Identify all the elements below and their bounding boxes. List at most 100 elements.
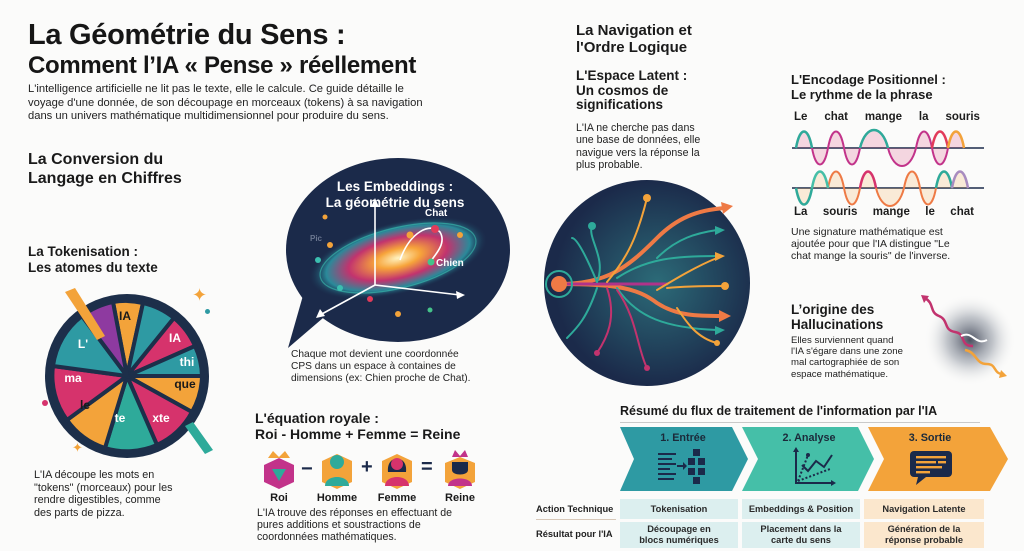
- word-token: mange: [864, 111, 902, 123]
- tokenisation-description: L'IA découpe les mots en "tokens" (morce…: [34, 469, 184, 519]
- cell-line: carte du sens: [771, 535, 831, 545]
- hallucinations-title-line: Hallucinations: [791, 317, 884, 332]
- minus-operator: −: [301, 458, 313, 480]
- latent-title: L'Espace Latent : Un cosmos de significa…: [576, 68, 687, 113]
- positional-title: L'Encodage Positionnel : Le rythme de la…: [791, 72, 946, 102]
- desc-line: une base de données, elle: [576, 134, 701, 147]
- word-token: chat: [950, 206, 974, 218]
- flow-step-analyse-body: 2. Analyse: [742, 427, 876, 491]
- positional-title-line: L'Encodage Positionnel :: [791, 72, 946, 87]
- flow-step-sortie-body: 3. Sortie: [868, 427, 992, 491]
- page-subtitle: Comment l’IA « Pense » réellement: [28, 52, 417, 79]
- plus-operator: +: [361, 456, 373, 478]
- intro-line: voyage d'une donnée, de son découpage en…: [28, 96, 423, 109]
- hallucination-vortex-graphic: [921, 294, 1015, 386]
- section-title-line: La Navigation et: [576, 22, 692, 39]
- sparkle-icon: ✦: [192, 285, 208, 305]
- cell-line: Génération de la: [887, 524, 961, 534]
- desc-line: L'IA découpe les mots en: [34, 469, 155, 481]
- desc-line: l'IA s'égare dans une zone: [791, 346, 903, 358]
- embeddings-description: Chaque mot devient une coordonnée CPS da…: [291, 349, 521, 384]
- desc-line: ajoutée pour que l'IA distingue "Le: [791, 238, 950, 251]
- word-token: chat: [824, 111, 848, 123]
- token-label: IA: [169, 331, 181, 345]
- word-token: le: [925, 206, 935, 218]
- dot-decoration: [42, 400, 48, 406]
- queen-icon: [445, 450, 475, 489]
- cell-line: Découpage en: [647, 524, 711, 534]
- scatter-chart-icon: [793, 447, 836, 486]
- equals-operator: =: [421, 456, 433, 478]
- token-label: ma: [64, 371, 82, 385]
- desc-line: des parts de pizza.: [34, 506, 125, 519]
- equation-label-femme: Femme: [377, 492, 417, 504]
- cell-action-sortie: Navigation Latente: [864, 499, 984, 519]
- row-label-result: Résultat pour l'IA: [536, 529, 613, 539]
- desc-line: pures additions et soustractions de: [257, 519, 421, 531]
- equation-label-roi: Roi: [270, 492, 288, 504]
- desc-line: Une signature mathématique est: [791, 226, 943, 238]
- equation-label-homme: Homme: [316, 492, 358, 504]
- word-token: souris: [945, 111, 980, 123]
- cell-action-entree: Tokenisation: [620, 499, 738, 519]
- text-to-blocks-icon: [658, 449, 705, 484]
- section-title-line: l'Ordre Logique: [576, 39, 688, 56]
- desc-line: rendre digestibles, comme: [34, 494, 161, 507]
- embeddings-bubble: Les Embeddings : La géométrie du sens Ch…: [270, 152, 520, 352]
- token-label: xte: [152, 411, 170, 425]
- latent-title-line: Un cosmos de: [576, 82, 669, 98]
- word-token: souris: [822, 206, 858, 218]
- tokenisation-title-line: Les atomes du texte: [28, 259, 158, 275]
- section-title-navigation: La Navigation et l'Ordre Logique: [576, 22, 692, 56]
- token-label: te: [115, 411, 126, 425]
- section-title-conversion: La Conversion du Langage en Chiffres: [28, 150, 182, 188]
- tokenisation-title: La Tokenisation : Les atomes du texte: [28, 244, 158, 275]
- section-title-line: La Conversion du: [28, 151, 164, 168]
- token-label: thi: [180, 355, 195, 369]
- page-title: La Géométrie du Sens :: [28, 19, 346, 51]
- latent-space-graphic: [544, 180, 750, 386]
- embeddings-title-line: La géométrie du sens: [325, 195, 465, 210]
- point-label-chat: Chat: [425, 208, 448, 219]
- section-title-line: Langage en Chiffres: [28, 170, 182, 187]
- man-icon: [322, 454, 352, 489]
- positional-waves-graphic: [792, 128, 984, 207]
- embeddings-title-line: Les Embeddings :: [336, 179, 454, 194]
- intro-line: L'intelligence artificielle ne lit pas l…: [28, 83, 404, 95]
- desc-line: Elles surviennent quand: [791, 335, 894, 346]
- flow-step-analyse: [742, 427, 874, 491]
- cell-result-entree: Découpage en blocs numériques: [620, 522, 738, 548]
- desc-line: mal cartographiée de son: [791, 357, 900, 369]
- cell-line: blocs numériques: [639, 535, 719, 545]
- hallucinations-description: Elles surviennent quand l'IA s'égare dan…: [791, 335, 921, 380]
- desc-line: navigue vers la réponse la: [576, 146, 700, 159]
- positional-description: Une signature mathématique est ajoutée p…: [791, 226, 991, 263]
- sentence-inverted: La souris mange le chat: [794, 206, 974, 218]
- word-token: mange: [872, 206, 910, 218]
- desc-line: plus probable.: [576, 159, 643, 172]
- latent-title-line: significations: [576, 97, 664, 112]
- equation-description: L'IA trouve des réponses en effectuant d…: [257, 507, 497, 543]
- intro-line: dans un univers mathématique multidimens…: [28, 110, 389, 122]
- cell-action-analyse: Embeddings & Position: [742, 499, 860, 519]
- intro-text: L'intelligence artificielle ne lit pas l…: [28, 83, 528, 124]
- sentence-original: Le chat mange la souris: [794, 111, 980, 123]
- latent-description: L'IA ne cherche pas dans une base de don…: [576, 122, 726, 172]
- flow-step-entree-body: 1. Entrée: [620, 427, 746, 491]
- equation-title-line: L'équation royale :: [255, 410, 379, 426]
- woman-icon: [382, 454, 412, 489]
- point-label-chien: Chien: [436, 258, 464, 269]
- galaxy-graphic: [286, 158, 510, 348]
- desc-line: CPS dans un espace à containes de: [291, 360, 456, 372]
- cell-line: réponse probable: [884, 535, 963, 545]
- token-pizza-wheel: IA IA thi que xte te le ma L': [35, 284, 215, 464]
- embeddings-title: Les Embeddings : La géométrie du sens: [270, 179, 520, 211]
- row-divider: [536, 519, 616, 520]
- desc-line: espace mathématique.: [791, 368, 889, 380]
- word-token: Le: [794, 111, 808, 123]
- word-token: La: [794, 206, 808, 218]
- chat-bubble-icon: [910, 451, 952, 485]
- positional-title-line: Le rythme de la phrase: [791, 86, 933, 102]
- pizza-wheel-graphic: IA IA thi que xte te le ma L': [45, 288, 213, 458]
- dot-decoration: [205, 309, 210, 314]
